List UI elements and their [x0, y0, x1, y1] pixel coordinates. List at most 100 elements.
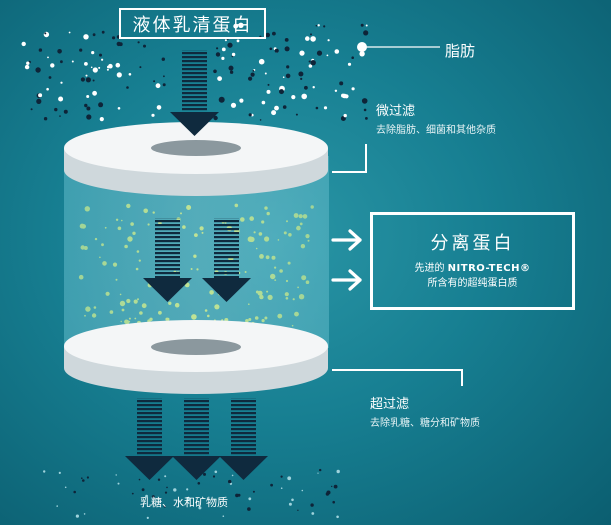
- fat-particle: [252, 70, 255, 72]
- fat-particle: [80, 77, 85, 82]
- fat-particle: [301, 93, 308, 100]
- fat-particle: [363, 30, 369, 36]
- fat-particle: [347, 62, 352, 66]
- output-particle: [197, 482, 201, 485]
- fat-particle: [265, 32, 271, 38]
- output-particle: [43, 470, 46, 473]
- fat-particle: [115, 62, 121, 68]
- output-particle: [222, 515, 225, 517]
- brand-name: NITRO-TECH®: [447, 263, 531, 274]
- ultrafilter-disc: [64, 320, 328, 394]
- fat-particle: [221, 47, 226, 52]
- fat-particle: [35, 67, 41, 73]
- fat-particle: [38, 93, 43, 98]
- result-line1-prefix: 先进的: [414, 263, 445, 274]
- output-particle: [86, 476, 89, 479]
- fat-particle: [151, 113, 155, 117]
- fat-particle: [91, 51, 95, 55]
- fat-particle: [86, 114, 92, 120]
- fat-particle: [155, 83, 161, 89]
- fat-particle: [224, 39, 227, 42]
- result-line1: 先进的 NITRO-TECH®: [373, 259, 572, 274]
- output-particle: [297, 509, 299, 511]
- output-particle: [198, 506, 202, 510]
- fat-particle: [54, 107, 58, 112]
- fat-particle: [98, 102, 104, 108]
- microfiltration-title: 微过滤: [376, 104, 416, 119]
- output-particle: [146, 516, 149, 520]
- output-particle: [81, 477, 83, 480]
- microfilter-disc: [64, 122, 328, 196]
- fat-label: 脂肪: [445, 42, 476, 60]
- output-particle: [280, 487, 283, 490]
- output-particle: [75, 514, 79, 518]
- fat-particle: [299, 50, 305, 56]
- fat-particle: [79, 48, 83, 52]
- output-label: 乳糖、水和矿物质: [140, 496, 228, 509]
- output-particle: [336, 515, 339, 519]
- fat-particle: [361, 98, 368, 104]
- fat-particle: [340, 116, 346, 121]
- fat-particle: [351, 87, 355, 91]
- input-arrow: [170, 50, 219, 136]
- fat-particle: [236, 39, 240, 43]
- output-particle: [317, 472, 319, 474]
- fat-particle: [30, 108, 33, 111]
- fat-particle: [36, 98, 42, 104]
- fat-particle: [269, 47, 273, 51]
- output-particle: [131, 492, 134, 495]
- output-particle: [214, 470, 218, 474]
- fat-particle: [310, 36, 316, 42]
- fat-particle: [315, 24, 318, 27]
- fat-particle: [230, 102, 237, 108]
- fat-particle: [312, 86, 315, 89]
- fat-particle: [43, 31, 50, 38]
- output-particle: [237, 493, 241, 497]
- fat-particle: [271, 110, 277, 116]
- fat-particle: [295, 113, 298, 116]
- fat-particle: [274, 105, 279, 111]
- output-particle: [164, 475, 167, 478]
- fat-particle: [267, 83, 270, 86]
- output-particle: [82, 479, 85, 482]
- fat-particle: [86, 106, 91, 111]
- fat-particle: [227, 42, 233, 48]
- result-title: 分离蛋白: [430, 233, 515, 254]
- fat-particle: [359, 51, 365, 57]
- fat-particle: [334, 89, 338, 93]
- fat-particle: [327, 39, 330, 42]
- output-particle: [58, 471, 61, 474]
- output-particle: [252, 490, 255, 493]
- fat-particle: [363, 108, 367, 112]
- output-particle: [145, 494, 149, 498]
- fat-particle: [282, 105, 287, 109]
- output-particle: [117, 482, 120, 485]
- output-particle: [73, 490, 76, 494]
- fat-particle: [285, 73, 291, 79]
- fat-particle: [108, 63, 113, 69]
- fat-particle: [112, 36, 116, 40]
- input-title-box: 液体乳清蛋白: [119, 8, 266, 39]
- ultrafiltration-desc: 去除乳糖、糖分和矿物质: [370, 418, 480, 429]
- fat-particle: [213, 69, 217, 74]
- output-particle: [164, 491, 168, 494]
- microfiltration-desc: 去除脂肪、细菌和其他杂质: [376, 125, 496, 136]
- fat-particle: [360, 23, 364, 27]
- fat-particle: [286, 65, 290, 69]
- output-particle: [115, 474, 117, 476]
- fat-particle: [298, 71, 304, 77]
- fat-particle: [48, 76, 52, 79]
- output-particle: [310, 503, 314, 507]
- fat-particle: [284, 46, 290, 52]
- output-particle: [228, 479, 232, 484]
- output-particle: [301, 489, 304, 492]
- fat-particle: [334, 49, 340, 54]
- fat-particle: [221, 56, 225, 61]
- fat-particle: [38, 48, 43, 52]
- fat-particle: [310, 33, 312, 36]
- fat-particle: [139, 66, 142, 69]
- fat-particle: [126, 86, 129, 89]
- fat-particle: [128, 73, 132, 76]
